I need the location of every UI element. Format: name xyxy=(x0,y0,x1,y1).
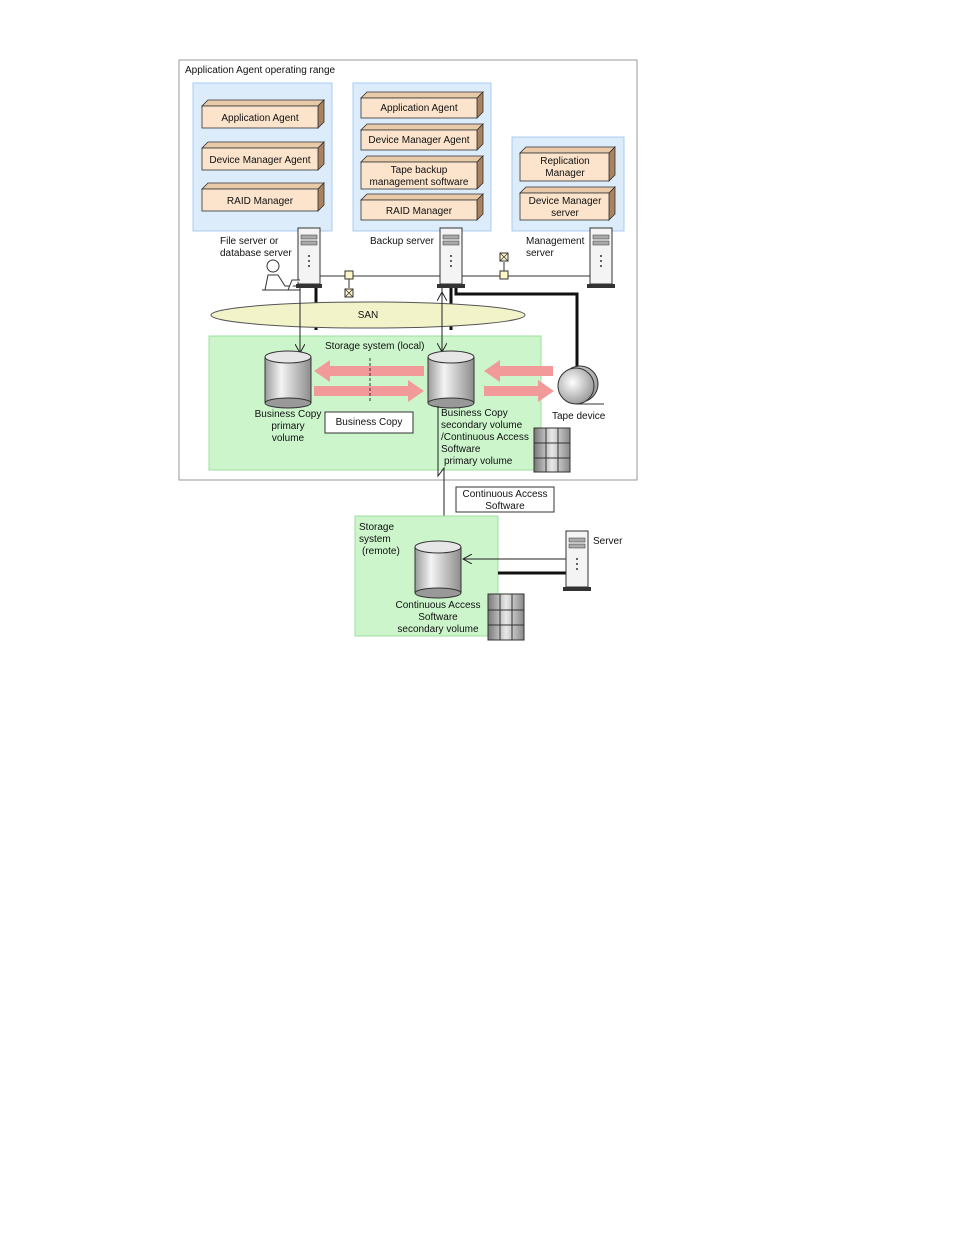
tape-device-icon xyxy=(557,365,604,405)
continuous-access-box xyxy=(455,486,555,513)
primary-volume-label: Business Copy xyxy=(255,409,322,420)
san-label: SAN xyxy=(358,310,379,321)
copy-arrow-left xyxy=(314,360,424,382)
secondary-volume-label: Business Copy xyxy=(441,408,508,419)
svg-text:RAID Manager: RAID Manager xyxy=(227,196,294,207)
lan-hub-icon xyxy=(499,252,509,280)
software-box-backup-device-manager-agent: Device Manager Agent xyxy=(360,123,484,151)
remote-volume-label-3: secondary volume xyxy=(397,624,479,635)
backup-server-tower-icon xyxy=(437,227,465,288)
svg-text:server: server xyxy=(551,208,579,219)
remote-server-tower-icon xyxy=(563,530,591,591)
management-server-tower-icon xyxy=(587,227,615,288)
software-box-backup-application-agent: Application Agent xyxy=(360,91,484,119)
software-box-device-manager-server: Device Manager server xyxy=(519,186,616,221)
management-server-label-2: server xyxy=(526,248,554,259)
storage-cabinet-icon xyxy=(533,427,571,473)
software-box-tape-backup: Tape backup management software xyxy=(360,155,484,190)
business-copy-box xyxy=(324,411,414,434)
software-box-replication-manager: Replication Manager xyxy=(519,146,616,182)
secondary-volume-label-2: secondary volume xyxy=(441,420,523,431)
continuous-access-label: Continuous Access xyxy=(462,489,547,500)
primary-volume-label-2: primary xyxy=(271,421,304,432)
primary-volume-label-3: volume xyxy=(272,433,305,444)
secondary-volume-label-4: Software xyxy=(441,444,481,455)
svg-text:RAID Manager: RAID Manager xyxy=(386,206,453,217)
remote-storage-label-3: (remote) xyxy=(362,546,400,557)
remote-storage-label: Storage xyxy=(359,522,394,533)
management-server-label: Management xyxy=(526,236,585,247)
svg-text:Device Manager Agent: Device Manager Agent xyxy=(209,155,310,166)
svg-text:Application Agent: Application Agent xyxy=(380,103,458,114)
backup-server-label: Backup server xyxy=(370,236,435,247)
tape-arrow-left xyxy=(484,360,553,382)
file-server-label-2: database server xyxy=(220,248,292,259)
secondary-volume-icon xyxy=(427,350,475,409)
remote-volume-label: Continuous Access xyxy=(395,600,480,611)
user-icon xyxy=(262,259,300,291)
svg-text:Device Manager: Device Manager xyxy=(529,196,602,207)
storage-cabinet-icon xyxy=(487,593,525,641)
secondary-volume-label-5: primary volume xyxy=(444,456,513,467)
primary-volume-icon xyxy=(264,350,312,409)
server-label: Server xyxy=(593,536,623,547)
software-box-raid-manager: RAID Manager xyxy=(201,182,325,212)
svg-text:Device Manager Agent: Device Manager Agent xyxy=(368,135,469,146)
file-server-label: File server or xyxy=(220,236,279,247)
remote-volume-icon xyxy=(414,540,462,599)
business-copy-label: Business Copy xyxy=(336,417,403,428)
tape-device-label: Tape device xyxy=(552,411,606,422)
local-storage-label: Storage system (local) xyxy=(325,341,424,352)
san-ellipse xyxy=(210,301,526,329)
software-box-application-agent: Application Agent xyxy=(201,99,325,129)
software-box-device-manager-agent: Device Manager Agent xyxy=(201,141,325,171)
svg-text:management software: management software xyxy=(370,177,469,188)
continuous-access-label-2: Software xyxy=(485,501,525,512)
software-box-backup-raid-manager: RAID Manager xyxy=(360,193,484,221)
svg-text:Manager: Manager xyxy=(545,168,585,179)
lan-hub-icon xyxy=(344,270,354,298)
file-server-tower-icon xyxy=(296,227,322,288)
secondary-volume-label-3: /Continuous Access xyxy=(441,432,529,443)
svg-text:Replication: Replication xyxy=(540,156,589,167)
copy-arrow-right xyxy=(314,380,424,402)
remote-copy-link xyxy=(437,406,444,541)
remote-storage-label-2: system xyxy=(359,534,391,545)
svg-text:Application Agent: Application Agent xyxy=(221,113,299,124)
operating-range-label: Application Agent operating range xyxy=(185,65,336,76)
svg-text:Tape backup: Tape backup xyxy=(391,165,448,176)
remote-volume-label-2: Software xyxy=(418,612,458,623)
tape-arrow-right xyxy=(484,380,554,402)
local-storage-panel xyxy=(208,335,542,471)
